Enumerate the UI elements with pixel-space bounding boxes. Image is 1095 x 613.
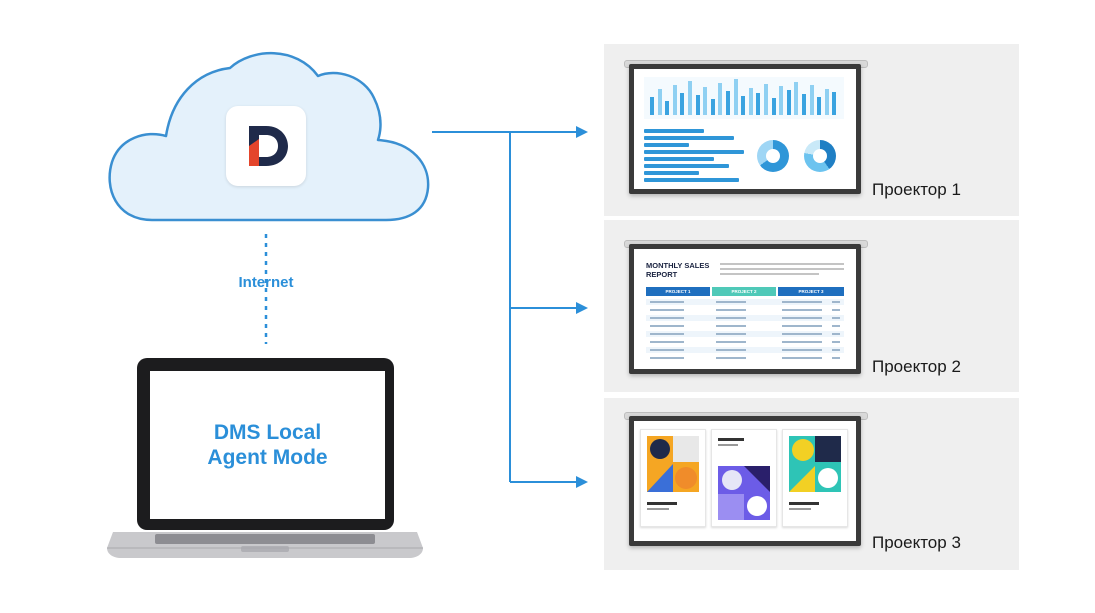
report-table-row: [646, 315, 844, 321]
column-thumb-bar: [688, 81, 692, 115]
report-table-row: [646, 347, 844, 353]
projector-screen-2: MONTHLY SALES REPORT PROJECT 1 PROJECT 2…: [629, 244, 861, 374]
arrowhead-2: [576, 302, 588, 314]
donut-chart-a: [757, 140, 789, 172]
column-thumb-bar: [748, 88, 753, 115]
arrowhead-1: [576, 126, 588, 138]
projector-label-3: Проектор 3: [872, 533, 961, 552]
dms-logo-icon: [249, 126, 288, 166]
column-thumb-bar: [771, 98, 776, 115]
bar-thumb: [644, 178, 739, 182]
column-thumb-bar: [672, 85, 677, 115]
bar-thumb: [644, 164, 729, 168]
projector-screen-1: [629, 64, 861, 194]
column-thumb-bar: [680, 93, 685, 115]
report-table-row: [646, 331, 844, 337]
projector-screen-3: [629, 416, 861, 546]
column-thumb-bar: [824, 89, 829, 115]
posters-slide: [634, 421, 856, 541]
bar-thumb: [644, 150, 744, 154]
column-thumb-bar: [695, 95, 700, 115]
column-thumb-bar: [802, 94, 806, 115]
report-table-row: [646, 339, 844, 345]
bar-thumb: [644, 129, 704, 133]
donut-chart-b: [804, 140, 836, 172]
laptop-screen: DMS Local Agent Mode: [150, 371, 385, 519]
laptop-screen-text: DMS Local Agent Mode: [207, 421, 328, 469]
report-table-row: [646, 323, 844, 329]
projector-panel-3: Проектор 3: [604, 398, 1019, 570]
projector-panel-1: Проектор 1: [604, 44, 1019, 216]
column-thumb-bar: [650, 97, 654, 115]
column-thumb-bar: [718, 83, 723, 115]
bar-thumb: [644, 171, 699, 175]
column-thumb-bar: [703, 87, 708, 115]
report-table-row: [646, 307, 844, 313]
column-thumb-bar: [764, 84, 768, 115]
sales-report-slide: MONTHLY SALES REPORT PROJECT 1 PROJECT 2…: [634, 249, 856, 369]
column-thumb-bar: [817, 97, 822, 115]
column-thumb-bar: [741, 96, 746, 115]
report-column-header-3: PROJECT 3: [778, 287, 844, 296]
report-title: MONTHLY SALES REPORT: [646, 261, 710, 279]
bar-thumb: [644, 157, 714, 161]
arrowhead-3: [576, 476, 588, 488]
report-column-header-1: PROJECT 1: [646, 287, 710, 296]
projector-panel-2: MONTHLY SALES REPORT PROJECT 1 PROJECT 2…: [604, 220, 1019, 392]
projector-label-1: Проектор 1: [872, 180, 961, 199]
poster-2: [711, 429, 777, 527]
dashboard-slide: [634, 69, 856, 189]
report-table-row: [646, 355, 844, 361]
bar-thumb: [644, 143, 689, 147]
column-thumb-bar: [733, 79, 738, 115]
column-thumb-bar: [809, 85, 814, 115]
laptop-base: [107, 532, 423, 558]
report-table-row: [646, 299, 844, 305]
bar-thumb: [644, 136, 734, 140]
column-thumb-bar: [726, 91, 730, 115]
report-intro-text: [720, 263, 844, 275]
poster-1: [640, 429, 706, 527]
report-column-header-2: PROJECT 2: [712, 287, 776, 296]
internet-label: Internet: [238, 274, 294, 291]
column-thumb-bar: [779, 86, 784, 115]
projector-label-2: Проектор 2: [872, 357, 961, 376]
dms-logo-tile: [226, 106, 306, 186]
column-chart-thumbnail: [644, 77, 844, 119]
column-thumb-bar: [710, 99, 715, 115]
poster-3: [782, 429, 848, 527]
column-thumb-bar: [665, 101, 670, 115]
column-thumb-bar: [657, 89, 662, 115]
column-thumb-bar: [794, 82, 799, 115]
column-thumb-bar: [786, 90, 791, 115]
column-thumb-bar: [756, 93, 761, 115]
column-thumb-bar: [832, 92, 837, 115]
